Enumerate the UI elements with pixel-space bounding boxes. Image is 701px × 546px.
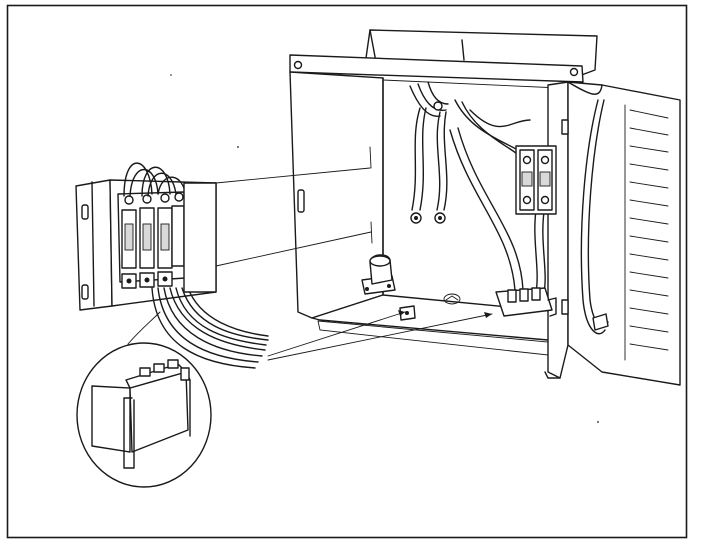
removed-contactor-assembly bbox=[75, 162, 269, 369]
enclosure-box bbox=[289, 29, 598, 379]
callout-lines bbox=[215, 167, 493, 361]
terminal-block bbox=[495, 287, 557, 317]
enclosure-door bbox=[561, 81, 681, 386]
print-mark bbox=[237, 146, 239, 148]
detail-inset-circle bbox=[76, 311, 212, 488]
print-mark bbox=[170, 74, 172, 76]
print-mark bbox=[597, 421, 599, 423]
contactor-inside bbox=[515, 145, 557, 215]
internal-wiring bbox=[409, 39, 546, 293]
figure-border bbox=[6, 4, 688, 539]
